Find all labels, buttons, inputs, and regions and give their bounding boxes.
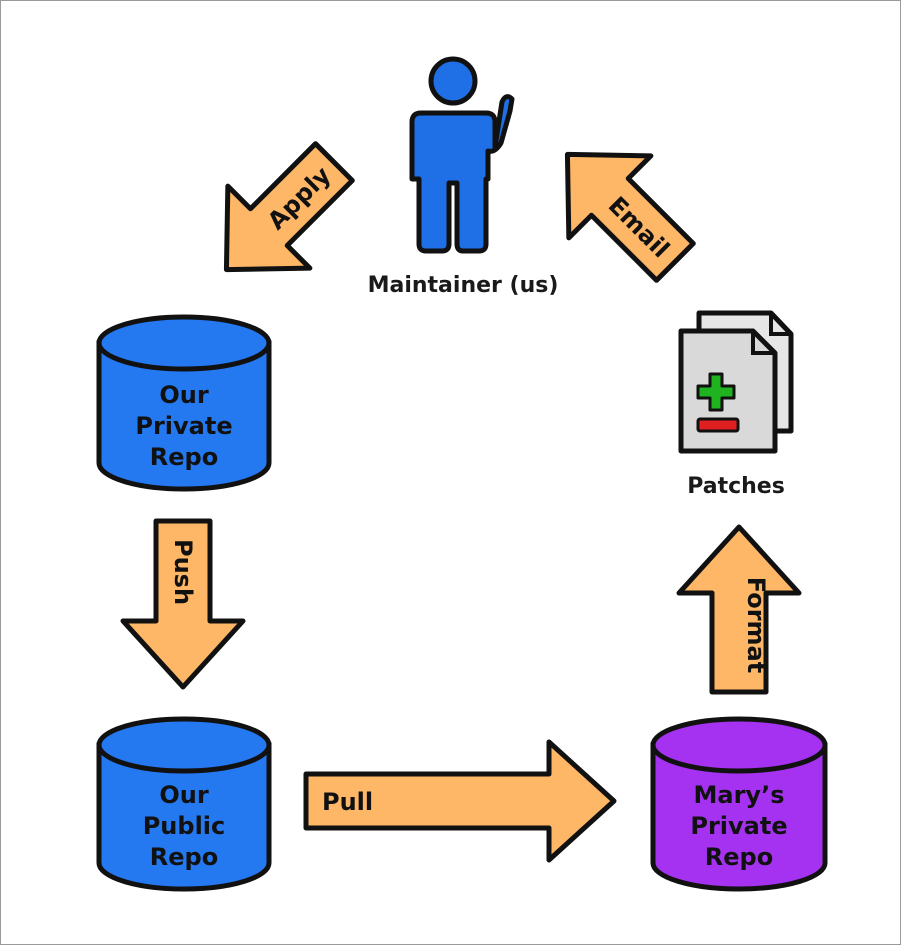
- person-icon: [409, 56, 515, 254]
- pull-arrow: Pull: [303, 739, 617, 863]
- minus-icon: [696, 417, 740, 433]
- database-cylinder-icon: [96, 314, 272, 492]
- our-public-repo: Our Public Repo: [96, 716, 272, 892]
- maintainer-label: Maintainer (us): [368, 273, 559, 298]
- repo-label-line: Our: [159, 781, 208, 809]
- format-arrow: Format: [676, 524, 802, 695]
- push-arrow: Push: [120, 518, 246, 690]
- database-cylinder-icon: [650, 716, 828, 892]
- repo-label-line: Public: [143, 812, 226, 840]
- apply-arrow: Apply: [223, 141, 355, 273]
- repo-label-line: Private: [690, 812, 787, 840]
- plus-icon: [696, 372, 736, 412]
- format-label: Format: [742, 577, 770, 673]
- repo-label-line: Our: [159, 381, 208, 409]
- email-arrow: Email: [564, 151, 696, 283]
- push-label: Push: [169, 539, 197, 605]
- our-private-repo: Our Private Repo: [96, 314, 272, 492]
- patches-label: Patches: [687, 474, 785, 499]
- repo-label-line: Private: [135, 412, 232, 440]
- repo-label-line: Repo: [705, 843, 773, 871]
- document-stack-icon: [678, 310, 794, 454]
- repo-label-line: Mary’s: [694, 781, 785, 809]
- pull-label: Pull: [322, 788, 373, 816]
- repo-label-line: Repo: [150, 443, 218, 471]
- marys-private-repo: Mary’s Private Repo: [650, 716, 828, 892]
- repo-label-line: Repo: [150, 843, 218, 871]
- database-cylinder-icon: [96, 716, 272, 892]
